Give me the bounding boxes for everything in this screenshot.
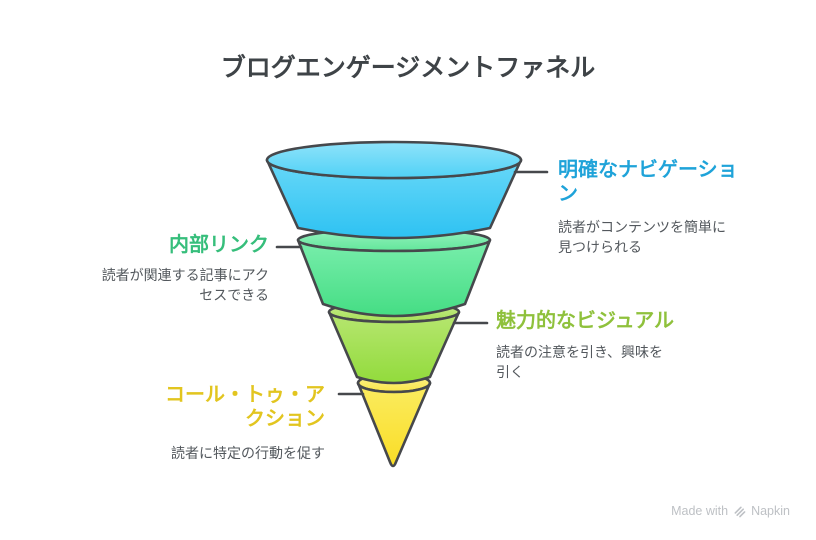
napkin-watermark[interactable]: Made with Napkin [671,503,790,519]
funnel-stage-1-opening [265,140,523,180]
watermark-prefix: Made with [671,504,729,518]
stage-1-label: 明確なナビゲーション [558,159,738,206]
stage-3-label: 魅力的なビジュアル [496,310,674,332]
stage-1-description: 読者がコンテンツを簡単に見つけられる [558,219,726,256]
watermark-brand: Napkin [751,504,790,518]
stage-2-description: 読者が関連する記事にアクセスできる [101,267,269,304]
funnel-stage-2-body [296,238,492,318]
stage-4-label: コール・トゥ・アクション [165,384,325,431]
stage-3-description: 読者の注意を引き、興味を引く [496,344,664,381]
funnel-stage-3-body [327,310,461,385]
page-title: ブログエンゲージメントファネル [220,54,596,82]
stage-1-label-block: 明確なナビゲーション [558,158,744,207]
stage-2-label: 内部リンク [169,234,269,256]
napkin-logo-icon [734,506,746,517]
stage-2-label-block: 内部リンク [69,233,269,257]
stage-3-label-block: 魅力的なビジュアル [496,309,696,333]
stage-4-label-block: コール・トゥ・アクション [155,383,325,432]
funnel-stage-4-body [356,381,432,468]
stage-4-description: 読者に特定の行動を促す [171,445,325,461]
